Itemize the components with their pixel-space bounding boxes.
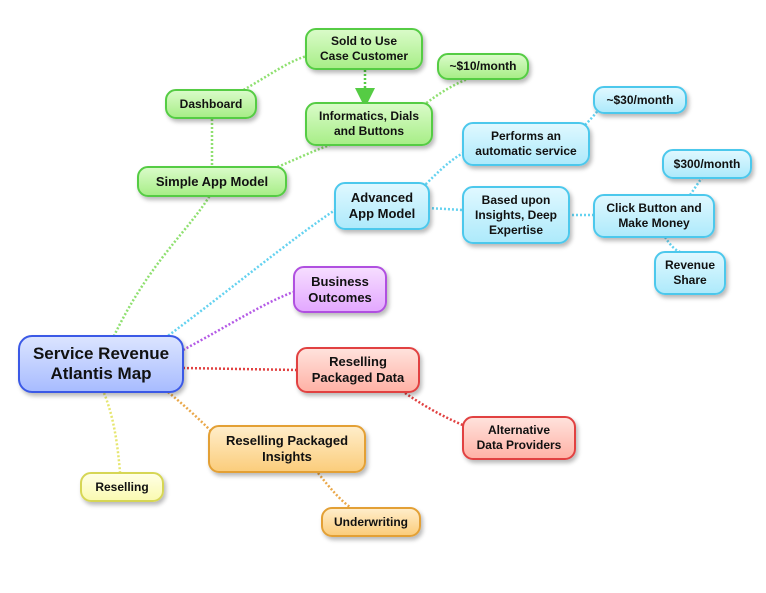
- node-advanced-app-model[interactable]: Advanced App Model: [334, 182, 430, 230]
- node-simple-app-model[interactable]: Simple App Model: [137, 166, 287, 197]
- link-root-simple: [110, 191, 214, 341]
- node-click-button[interactable]: Click Button and Make Money: [593, 194, 715, 238]
- node-business-outcomes[interactable]: Business Outcomes: [293, 266, 387, 313]
- link-root-reselling-data: [182, 366, 298, 372]
- node-underwriting[interactable]: Underwriting: [321, 507, 421, 537]
- link-click-price300: [688, 177, 703, 196]
- node-sold-to-use-case[interactable]: Sold to Use Case Customer: [305, 28, 423, 70]
- node-based-upon[interactable]: Based upon Insights, Deep Expertise: [462, 186, 570, 244]
- link-click-revenue: [663, 236, 681, 254]
- node-alternative-data-providers[interactable]: Alternative Data Providers: [462, 416, 576, 460]
- node-reselling[interactable]: Reselling: [80, 472, 164, 502]
- node-price-30[interactable]: ~$30/month: [593, 86, 687, 114]
- link-root-reselling: [102, 392, 122, 473]
- link-advanced-based: [427, 206, 464, 212]
- link-root-advanced: [164, 208, 336, 340]
- node-informatics[interactable]: Informatics, Dials and Buttons: [305, 102, 433, 146]
- node-performs-service[interactable]: Performs an automatic service: [462, 122, 590, 166]
- node-revenue-share[interactable]: Revenue Share: [654, 251, 726, 295]
- link-resellingdata-alt: [404, 391, 471, 430]
- link-dashboard-sold: [239, 53, 311, 94]
- link-root-reselling-insights: [167, 391, 216, 436]
- link-root-business: [182, 290, 294, 352]
- node-reselling-packaged-data[interactable]: Reselling Packaged Data: [296, 347, 420, 393]
- link-advanced-performs: [419, 150, 466, 191]
- node-reselling-packaged-insights[interactable]: Reselling Packaged Insights: [208, 425, 366, 473]
- link-insights-underwriting: [317, 472, 351, 509]
- node-price-300[interactable]: $300/month: [662, 149, 752, 179]
- root-node[interactable]: Service Revenue Atlantis Map: [18, 335, 184, 393]
- node-price-10[interactable]: ~$10/month: [437, 53, 529, 80]
- node-dashboard[interactable]: Dashboard: [165, 89, 257, 119]
